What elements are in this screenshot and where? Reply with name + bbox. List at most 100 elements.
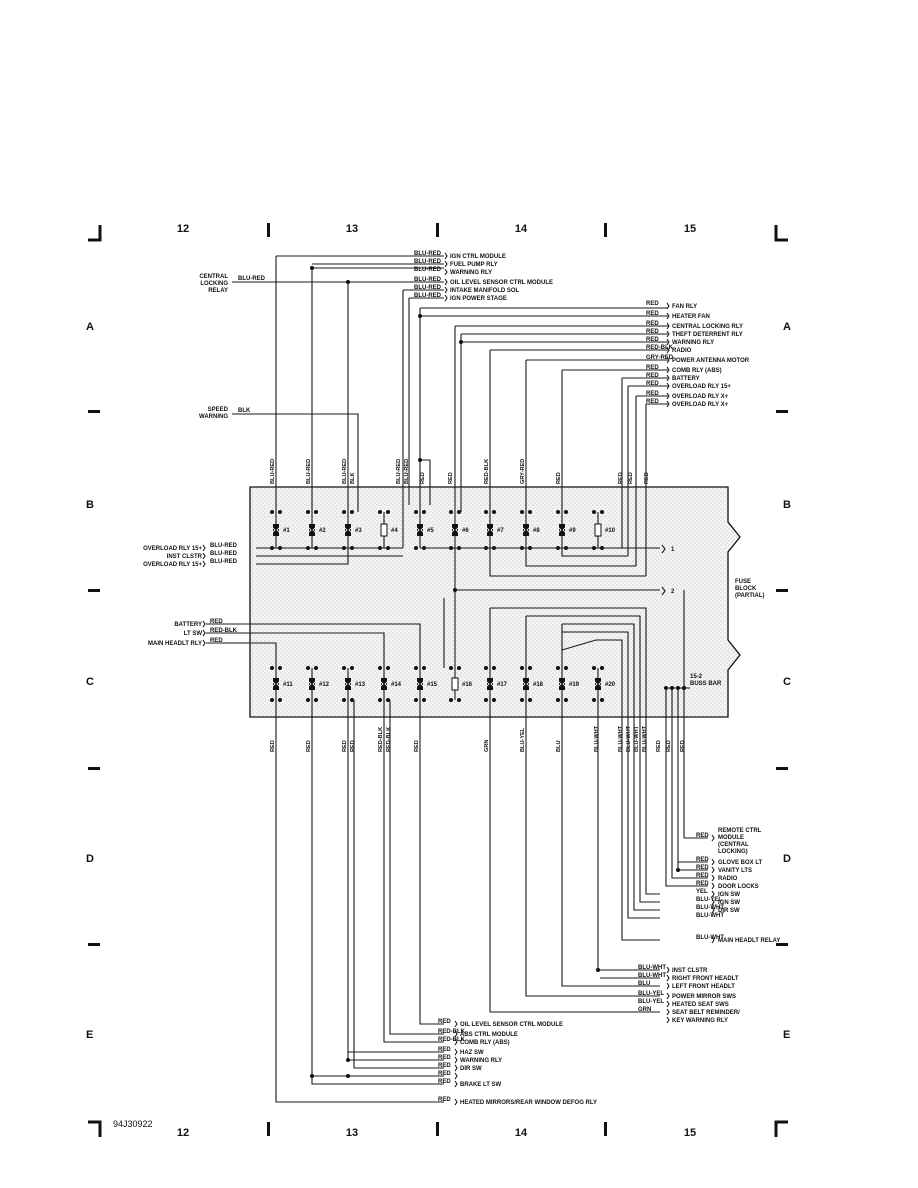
wire-color-label: BLU-WHT: [634, 725, 640, 752]
wire-color-label: RED: [420, 472, 426, 484]
central-locking-relay: CENTRAL LOCKING RELAY BLU-RED: [199, 274, 265, 294]
component-row: RED GLOVE BOX LT: [696, 857, 763, 866]
wiring-lines: [206, 255, 708, 1103]
connector-arrow: [454, 1064, 458, 1072]
fuse: #3: [342, 510, 362, 550]
fuse-label: #17: [497, 682, 508, 688]
branch-2-label: 2: [671, 589, 675, 595]
component-label: RADIO: [672, 348, 692, 354]
wire-color-label: RED: [696, 857, 709, 863]
fuse: #17: [484, 666, 508, 702]
fuse-label: #3: [355, 528, 362, 534]
row-label-d: D: [783, 853, 791, 865]
wire-color-label: RED: [270, 740, 276, 752]
row-label-b: B: [86, 499, 94, 511]
wire-color-label: BLU-WHT: [696, 905, 724, 911]
component-label: REMOTE CTRL: [718, 828, 762, 834]
row-label-c: C: [783, 676, 791, 688]
wire-color-label: RED-BLK: [386, 727, 392, 752]
wire-color-label: RED-BLK: [438, 1029, 466, 1035]
wire-color-label: RED: [438, 1019, 451, 1025]
wire-color-label: RED: [342, 740, 348, 752]
svg-text:LOCKING: LOCKING: [200, 281, 228, 287]
component-label: VANITY LTS: [718, 868, 752, 874]
component-label: IGN POWER STAGE: [450, 296, 507, 302]
connector-arrow: [666, 346, 670, 354]
wire-color-label: BLU-RED: [270, 459, 276, 484]
component-label: GLOVE BOX LT: [718, 860, 763, 866]
connector-arrow: [454, 1048, 458, 1056]
fuse-label: #9: [569, 528, 576, 534]
speed-warning: SPEED WARNING BLK: [199, 407, 251, 420]
wire-color-label: YEL: [696, 889, 708, 895]
connector-arrow: [711, 890, 715, 898]
connector-arrow: [666, 992, 670, 1000]
connector-arrow: [711, 906, 715, 914]
wire-color-label: RED: [414, 740, 420, 752]
component-label: FAN RLY: [672, 304, 697, 310]
component-label: RIGHT FRONT HEADLT: [672, 976, 739, 982]
component-label: INST CLSTR: [672, 968, 708, 974]
connector-arrow: [666, 366, 670, 374]
fuse-label: #10: [605, 528, 616, 534]
component-row: OVERLOAD RLY 15+ BLU-RED: [143, 543, 238, 552]
component-label: OVERLOAD RLY X+: [672, 402, 729, 408]
connector-arrow: [454, 1038, 458, 1046]
connector-arrow: [666, 338, 670, 346]
wire-color-label: BLU-RED: [404, 459, 410, 484]
branch-1-arrow: [661, 544, 666, 554]
wire-color-label: BLU-RED: [210, 543, 238, 549]
wire-color-label: RED: [306, 740, 312, 752]
connector-arrow: [444, 260, 448, 268]
wire-color-label: BLU-WHT: [594, 725, 600, 752]
wire-color-label: RED: [646, 321, 659, 327]
branch-2-arrow: [661, 586, 666, 596]
wire-color-label: RED: [438, 1097, 451, 1103]
fuse-label: #16: [462, 682, 473, 688]
connector-arrow: [711, 898, 715, 906]
connector-arrow: [202, 560, 206, 568]
col-label-15: 15: [684, 1127, 696, 1139]
component-label: LOCKING): [718, 849, 748, 855]
connector-arrow: [202, 620, 206, 628]
fuse-label: #2: [319, 528, 326, 534]
wire-color-label: BLU-WHT: [696, 913, 724, 919]
row-label-e: E: [86, 1029, 93, 1041]
fuse-label: #7: [497, 528, 504, 534]
component-label: OVERLOAD RLY 15+: [143, 546, 202, 552]
wire-color-label: BLU-RED: [414, 293, 442, 299]
component-row: KEY WARNING RLY: [666, 1016, 728, 1024]
wire-color-label: RED: [448, 472, 454, 484]
row-label-e: E: [783, 1029, 790, 1041]
fuse-label: #11: [283, 682, 293, 688]
connector-arrow: [666, 382, 670, 390]
row-label-a: A: [86, 321, 94, 333]
wire-color-label: BLU-RED: [396, 459, 402, 484]
connector-arrow: [666, 392, 670, 400]
connector-arrow: [444, 278, 448, 286]
col-label-14: 14: [515, 1127, 528, 1139]
